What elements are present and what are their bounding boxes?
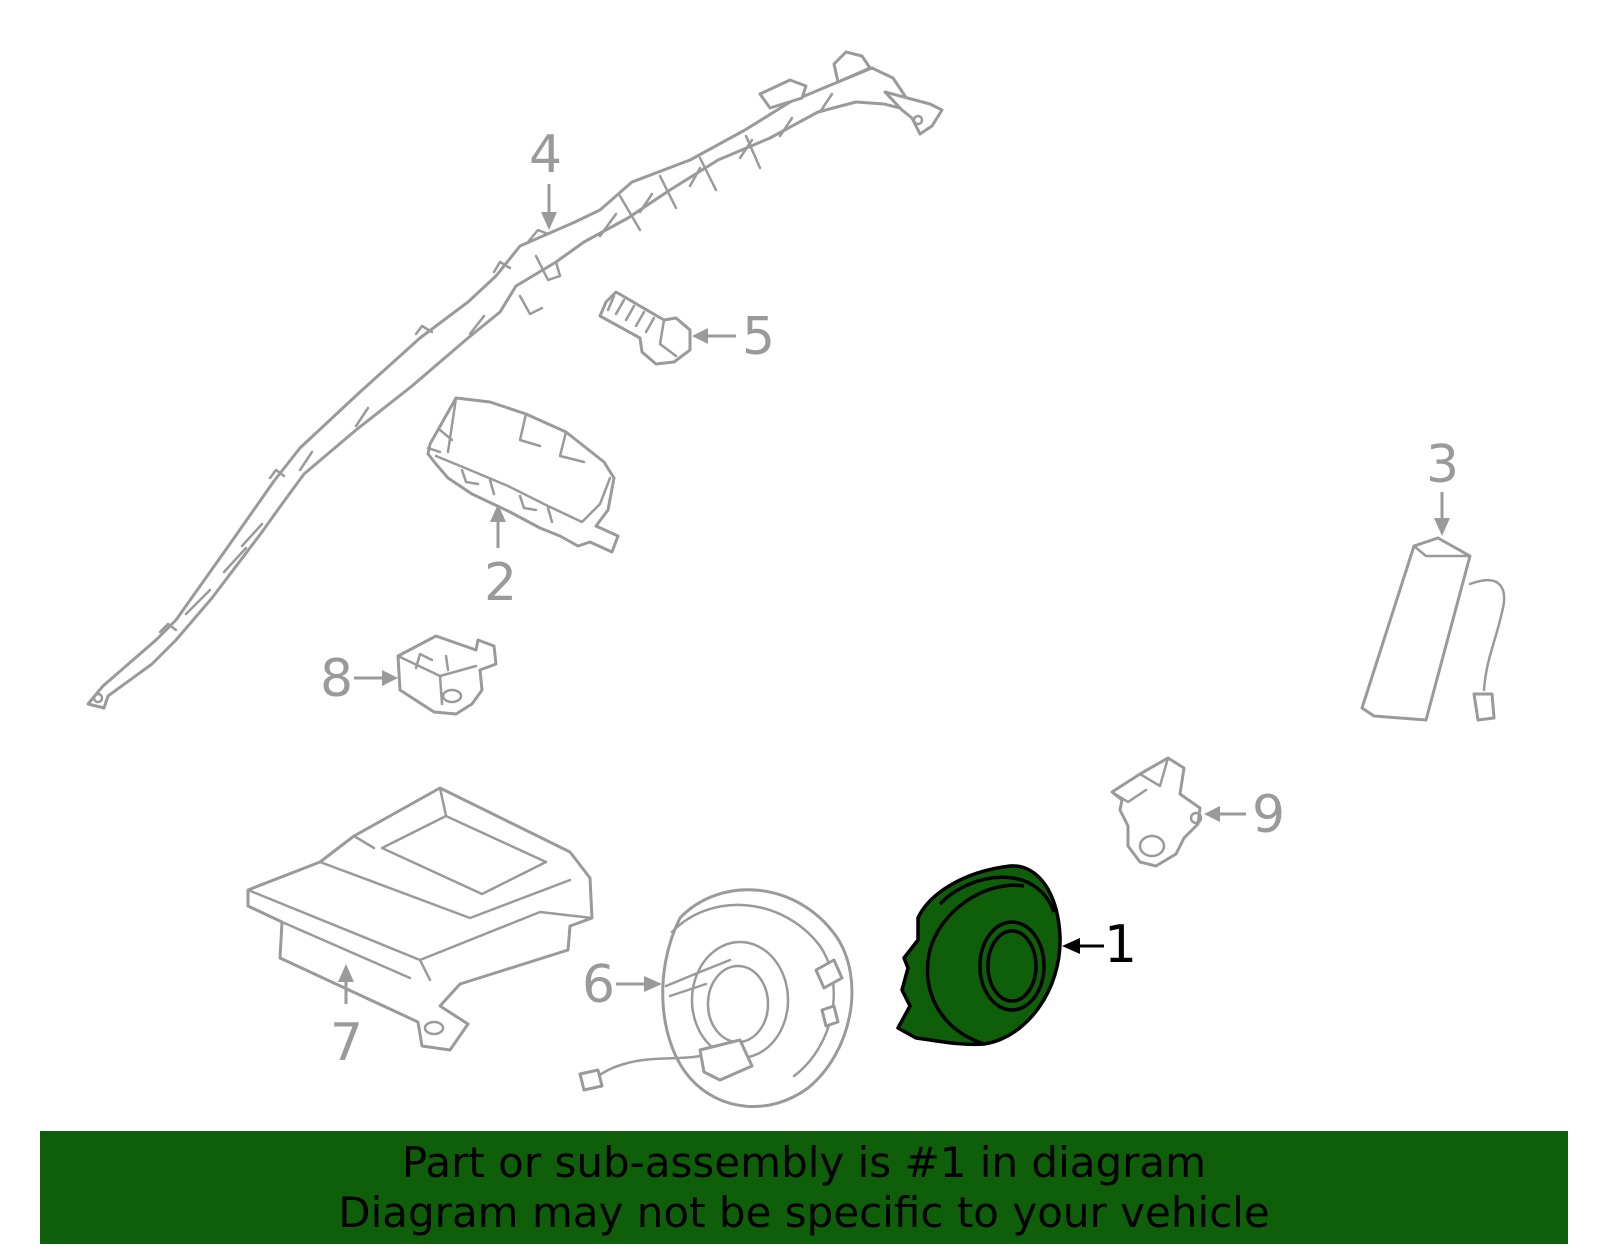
callout-4-number: 4 [529, 125, 562, 185]
part-1-driver-airbag[interactable] [896, 864, 1062, 1047]
callout-3: 3 [1426, 435, 1459, 536]
callout-7: 7 [330, 964, 363, 1073]
part-6-clock-spring[interactable] [578, 888, 854, 1108]
callout-6: 6 [582, 955, 662, 1015]
part-8-impact-sensor[interactable] [396, 634, 498, 716]
callout-8: 8 [320, 649, 398, 709]
part-9-sensor[interactable] [1110, 756, 1203, 868]
part-5-bolt[interactable] [598, 290, 692, 366]
callout-7-number: 7 [330, 1013, 363, 1073]
callout-2-number: 2 [484, 553, 517, 613]
callout-5-number: 5 [742, 307, 775, 367]
part-2-airbag-module[interactable] [426, 396, 620, 554]
info-banner: Part or sub-assembly is #1 in diagram Di… [40, 1131, 1568, 1244]
callout-8-number: 8 [320, 649, 353, 709]
callout-9-number: 9 [1252, 785, 1285, 845]
banner-line-2: Diagram may not be specific to your vehi… [338, 1187, 1270, 1237]
part-7-control-module[interactable] [246, 786, 594, 1052]
callout-5: 5 [692, 307, 775, 367]
callout-6-number: 6 [582, 955, 615, 1015]
callout-3-number: 3 [1426, 435, 1459, 495]
part-4-curtain-airbag[interactable] [86, 50, 944, 710]
part-3-side-airbag[interactable] [1360, 536, 1506, 722]
callout-1-number: 1 [1104, 915, 1137, 975]
banner-line-1: Part or sub-assembly is #1 in diagram [401, 1137, 1207, 1187]
callout-1: 1 [1062, 915, 1137, 975]
callout-9: 9 [1204, 785, 1285, 845]
callout-2: 2 [484, 504, 517, 613]
callout-4: 4 [529, 125, 562, 230]
